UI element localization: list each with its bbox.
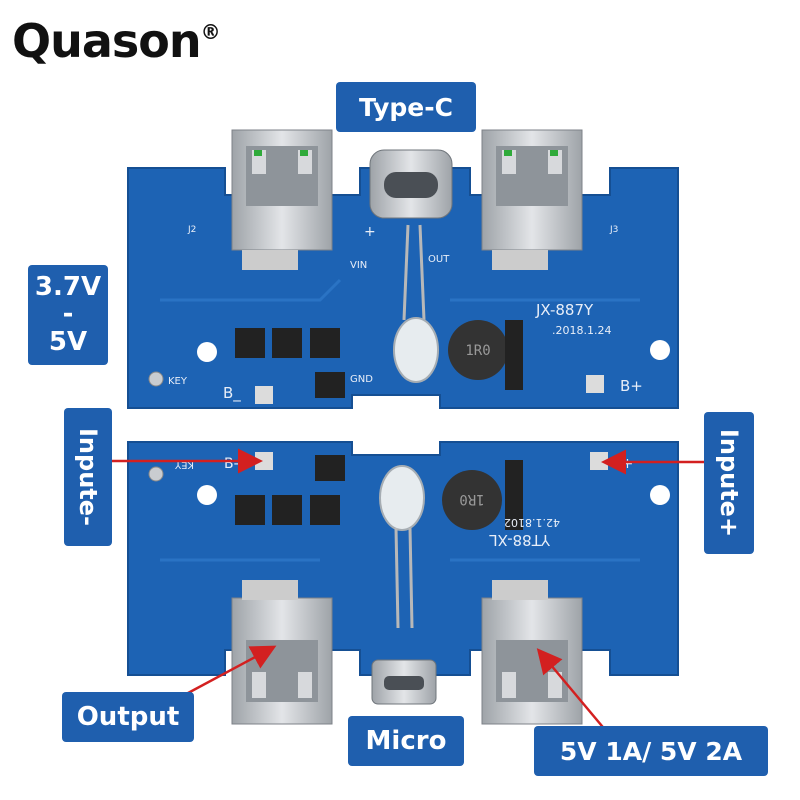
inductor-bottom: 1R0: [442, 470, 502, 530]
out-label: OUT: [428, 254, 450, 265]
date-label-top: .2018.1.24: [552, 324, 611, 337]
callout-voltage-dash: -: [62, 299, 74, 330]
pad-minus-label-bottom: B-: [224, 456, 239, 472]
arrow-ratings: [536, 648, 613, 739]
model-label-top: JX-887Y: [535, 301, 594, 319]
pad-plus-label-bottom: B+: [612, 456, 633, 472]
callout-voltage: 3.7V - 5V: [28, 265, 108, 365]
micro-usb-port: [371, 659, 437, 705]
j2-label-top: J2: [187, 225, 196, 235]
plus-mark-top: +: [364, 224, 376, 240]
type-c-port: [369, 149, 453, 219]
model-label-bottom: YT88-XL: [489, 531, 551, 549]
usb-port-output-bottom: [231, 580, 333, 725]
key-label-top: KEY: [168, 376, 188, 387]
usb-port-j3-top: [481, 129, 583, 270]
inductor-label-top: 1R0: [465, 343, 490, 359]
pcb-board-top: 1R0 JX-887Y .2018.1.24 B_ B+ KEY J2 J3 V…: [127, 129, 679, 409]
callout-ratings-text: 5V 1A/ 5V 2A: [559, 736, 743, 766]
key-label-bottom: KEY: [174, 459, 194, 470]
callout-type-c: Type-C: [336, 82, 476, 132]
callout-input-minus: Inpute-: [64, 408, 112, 546]
led: [393, 224, 439, 383]
callout-output: Output: [62, 692, 194, 742]
callout-input-plus-text: Inpute+: [715, 428, 744, 538]
usb-port-j2-top: [231, 129, 333, 270]
led-bottom: [379, 465, 425, 629]
pcb-board-bottom: 1R0 YT88-XL 42.1.8102 KEY B- B+: [127, 441, 679, 725]
pad-minus-label-top: B_: [223, 384, 241, 403]
pad-b-minus-top: [255, 386, 273, 404]
callout-ratings: 5V 1A/ 5V 2A: [534, 726, 768, 776]
brand-name: Quason: [12, 14, 202, 68]
pad-b-plus-top: [586, 375, 604, 393]
callout-micro: Micro: [348, 716, 464, 766]
vin-label: VIN: [350, 260, 367, 271]
registered-mark: ®: [200, 20, 221, 44]
inductor-label-bottom: 1R0: [459, 491, 484, 507]
pad-b-plus-bottom: [590, 452, 608, 470]
gnd-label: GND: [350, 374, 373, 385]
callout-input-minus-text: Inpute-: [74, 428, 102, 526]
pad-plus-label-top: B+: [620, 377, 643, 395]
date-label-bottom: 42.1.8102: [504, 516, 560, 529]
brand-logo: Quason®: [12, 14, 221, 68]
usb-port-right-bottom: [481, 580, 583, 725]
callout-input-plus: Inpute+: [704, 412, 754, 554]
callout-output-text: Output: [76, 702, 180, 732]
arrow-output: [174, 645, 277, 702]
callout-micro-text: Micro: [365, 726, 447, 756]
callout-voltage-bottom: 5V: [48, 326, 88, 357]
inductor-top: 1R0: [448, 320, 508, 380]
callout-voltage-top: 3.7V: [34, 272, 102, 303]
j3-label-top: J3: [609, 225, 618, 235]
callout-type-c-text: Type-C: [359, 92, 453, 122]
